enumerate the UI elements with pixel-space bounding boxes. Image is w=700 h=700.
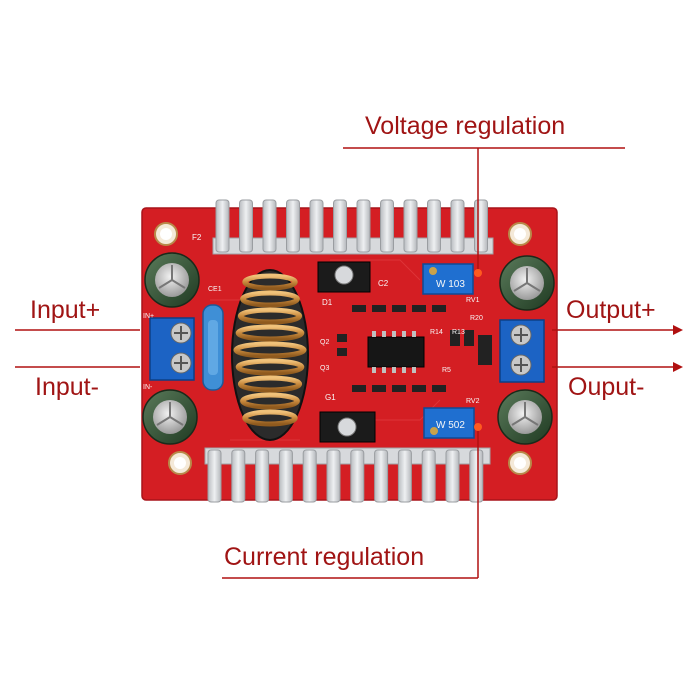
output-plus-label: Output+ [566, 296, 656, 324]
silk-d1: D1 [322, 298, 333, 307]
smd-resistors [337, 305, 492, 392]
silk-in-plus: IN+ [143, 313, 154, 320]
heatsink-fin [286, 199, 300, 253]
heatsink-fin [374, 449, 389, 503]
input-terminal-block [149, 317, 195, 381]
mounting-hole [508, 451, 532, 475]
heatsink-fin [469, 449, 484, 503]
heatsink-fin [356, 199, 371, 253]
current-leader-line [222, 427, 479, 579]
silk-r13: R13 [452, 329, 465, 336]
heatsink-fin [380, 199, 394, 253]
silk-ce1: CE1 [208, 286, 222, 293]
silk-r5: R5 [442, 367, 451, 374]
voltage-leader-line [343, 147, 625, 270]
heatsink-fin [397, 449, 412, 503]
heatsink-fin [262, 199, 277, 253]
heatsink-fin [278, 449, 293, 503]
mounting-hole [508, 222, 532, 246]
output-minus-arrow [552, 362, 683, 372]
silk-pot-bottom: W 502 [436, 420, 465, 431]
silk-in-minus: IN- [143, 384, 153, 391]
mosfet [317, 261, 371, 293]
coil-turn [240, 290, 300, 308]
silk-r14: R14 [430, 329, 443, 336]
input-plus-label: Input+ [30, 296, 101, 324]
heatsink-fin [215, 199, 230, 253]
heatsink-fin [239, 199, 253, 253]
capacitor [144, 252, 200, 308]
coil-turn [237, 375, 303, 393]
coil-turn [240, 392, 300, 410]
silk-c2: C2 [378, 279, 389, 288]
mounting-hole [154, 222, 178, 246]
heatsink-fin [231, 449, 246, 503]
silk-q2: Q2 [320, 339, 329, 346]
heatsink-fin [255, 449, 270, 503]
coil-turn [242, 273, 298, 291]
heatsink-fin [450, 199, 465, 253]
heatsink-fin [326, 449, 341, 503]
fuse [202, 304, 224, 391]
coil-turn [233, 341, 307, 359]
current-regulation-label: Current regulation [224, 543, 425, 571]
coil-turn [237, 307, 303, 325]
silk-rv1: RV1 [466, 297, 480, 304]
silk-pot-top: W 103 [436, 279, 465, 290]
heatsink-fin [350, 449, 365, 503]
silk-rv2: RV2 [466, 398, 480, 405]
capacitor [499, 255, 555, 311]
current-potentiometer [423, 407, 475, 439]
output-plus-arrow [552, 325, 683, 335]
heatsink-fin [474, 199, 488, 253]
silk-r20: R20 [470, 315, 483, 322]
heatsink-fin [302, 449, 317, 503]
coil-turn [242, 409, 298, 427]
heatsink-fin [333, 199, 347, 253]
voltage-potentiometer [422, 263, 474, 295]
control-ic [367, 331, 425, 373]
output-minus-label: Ouput- [568, 373, 645, 401]
current-pot-marker [474, 423, 482, 431]
capacitor [497, 389, 553, 445]
coil-turn [235, 358, 305, 376]
heatsink-fin [445, 449, 460, 503]
mounting-hole [168, 451, 192, 475]
mosfet [319, 411, 376, 443]
voltage-pot-marker [474, 269, 482, 277]
capacitor [142, 389, 198, 445]
leader-lines [15, 147, 625, 579]
silk-q3: Q3 [320, 365, 329, 372]
heatsink-fin [403, 199, 418, 253]
heatsink-bottom [204, 447, 491, 503]
heatsink-fin [207, 449, 222, 503]
silk-g1: G1 [325, 393, 336, 402]
heatsink-fin [421, 449, 436, 503]
heatsink-top [212, 199, 494, 255]
toroid-inductor [231, 269, 309, 441]
heatsink-fin [427, 199, 441, 253]
voltage-regulation-label: Voltage regulation [365, 112, 566, 140]
output-terminal-block [499, 319, 545, 383]
coil-turn [235, 324, 305, 342]
silk-f2: F2 [192, 233, 202, 242]
heatsink-fin [309, 199, 324, 253]
input-minus-label: Input- [35, 373, 99, 401]
